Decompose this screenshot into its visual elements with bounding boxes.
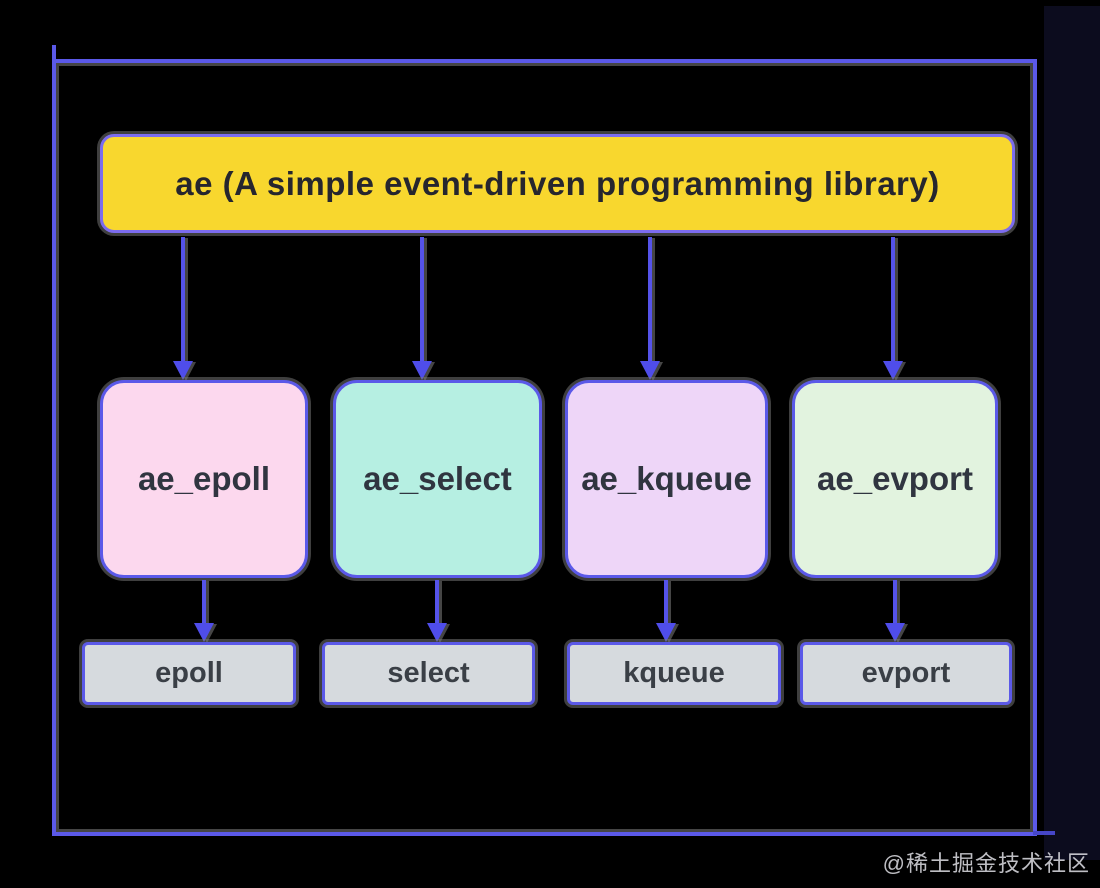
diagram-frame [52,59,1037,836]
frame-corner-overshoot-bottom-right [1033,831,1055,835]
node-ae-library-title: ae (A simple event-driven programming li… [100,134,1015,233]
arrow-line [435,580,439,626]
node-ae-epoll: ae_epoll [100,380,308,578]
node-label: epoll [155,657,223,689]
node-label: kqueue [623,657,725,689]
arrow-head-icon [883,361,903,380]
node-label: ae_evport [817,460,973,497]
node-epoll: epoll [82,642,296,705]
node-ae-select: ae_select [333,380,542,578]
arrow-line [891,237,895,364]
arrow-line [420,237,424,364]
node-label: select [387,657,470,689]
arrow-line [893,580,897,626]
arrow-head-icon [194,623,214,642]
arrow-head-icon [173,361,193,380]
node-label: ae_select [363,460,512,497]
frame-corner-overshoot-top-left [52,45,56,61]
node-ae-kqueue: ae_kqueue [565,380,768,578]
arrow-line [664,580,668,626]
arrow-head-icon [885,623,905,642]
node-select: select [322,642,535,705]
ae-library-title-label: ae (A simple event-driven programming li… [175,164,940,202]
arrow-head-icon [640,361,660,380]
node-evport: evport [800,642,1012,705]
arrow-line [181,237,185,364]
background-glow [1044,6,1100,860]
node-ae-evport: ae_evport [792,380,998,578]
arrow-line [202,580,206,626]
watermark: @稀土掘金技术社区 [882,851,1090,876]
node-label: evport [861,657,951,689]
arrow-head-icon [427,623,447,642]
node-kqueue: kqueue [567,642,781,705]
arrow-head-icon [412,361,432,380]
arrow-head-icon [656,623,676,642]
arrow-line [648,237,652,364]
node-label: ae_kqueue [581,460,752,497]
node-label: ae_epoll [137,460,271,497]
